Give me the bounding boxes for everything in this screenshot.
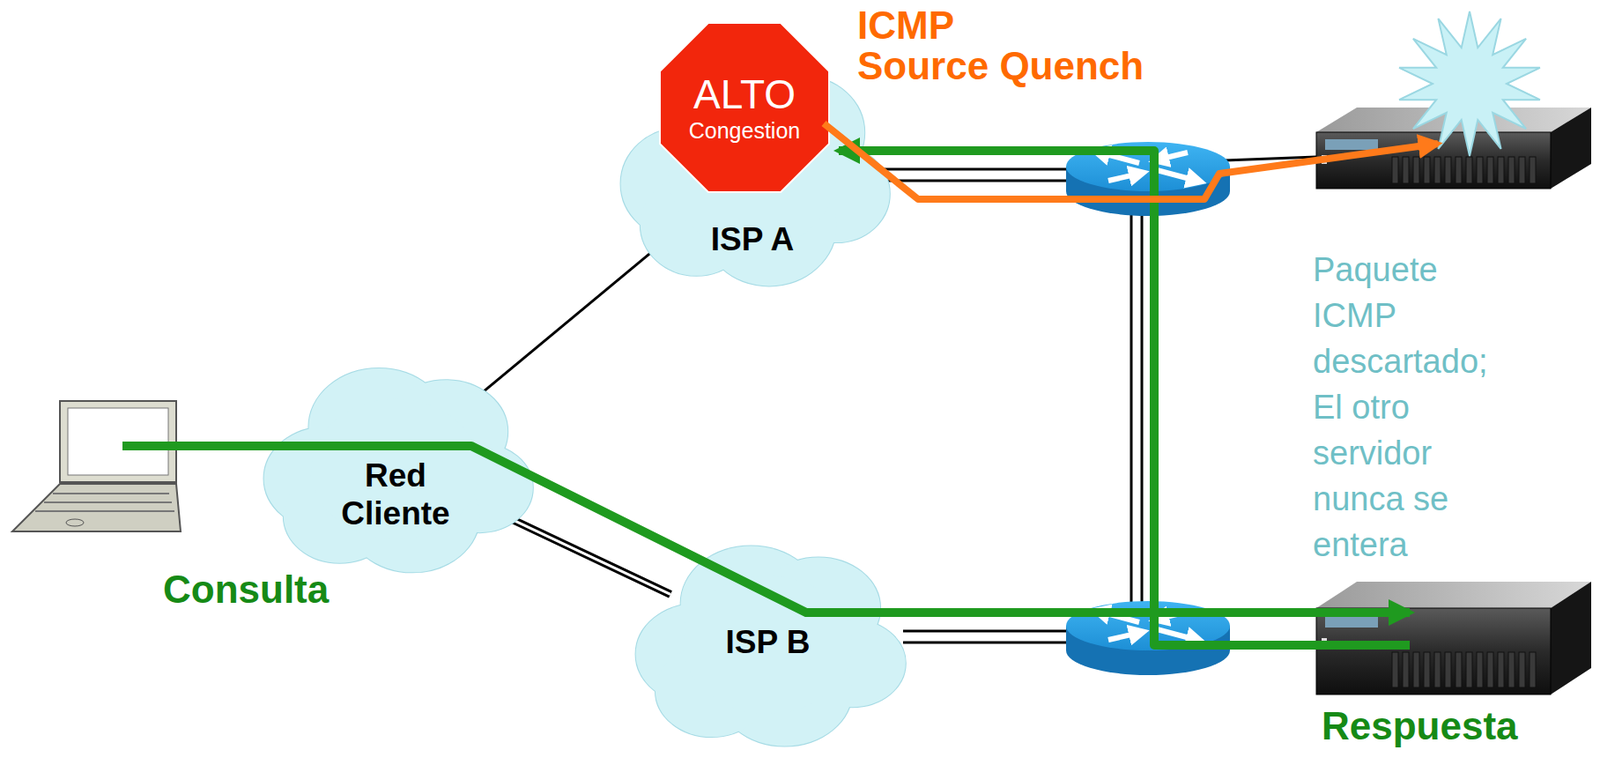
key-row xyxy=(44,501,172,504)
drive-bay xyxy=(1434,156,1441,184)
query-flow xyxy=(122,445,1410,613)
client-network-cloud: Red Cliente xyxy=(255,347,536,582)
drive-bay xyxy=(1518,651,1526,688)
drive-bay xyxy=(1476,651,1483,688)
drive-bay xyxy=(1444,651,1452,688)
drive-bay xyxy=(1423,156,1430,184)
link-line xyxy=(493,510,671,594)
drive-bay xyxy=(1392,156,1399,184)
drive-bay xyxy=(1508,651,1515,688)
drive-bay xyxy=(1434,651,1441,688)
drive-bay xyxy=(1529,651,1536,688)
sign-text: Congestion xyxy=(688,118,800,144)
drive-bay xyxy=(1402,156,1409,184)
crash-burst xyxy=(1399,11,1541,156)
drive-bay xyxy=(1455,156,1462,184)
key-row xyxy=(35,510,175,512)
link-line xyxy=(474,237,670,399)
icmp-flow xyxy=(823,123,1438,200)
drive-bay xyxy=(1529,156,1536,184)
drive-bay xyxy=(1508,156,1515,184)
drive-bay xyxy=(1497,156,1504,184)
drive-bay xyxy=(1444,156,1452,184)
cloud-label: Red Cliente xyxy=(340,457,450,533)
network-link xyxy=(474,237,670,399)
flow-label: Respuesta xyxy=(1321,704,1519,748)
drive-bay xyxy=(1466,156,1473,184)
cloud-label: ISP A xyxy=(711,221,795,260)
protocol-title: ICMP Source Quench xyxy=(857,5,1144,87)
isp-cloud: ISP B xyxy=(627,525,909,756)
drive-bay xyxy=(1487,156,1494,184)
drive-bay xyxy=(1476,156,1483,184)
laptop-icon xyxy=(12,400,181,532)
sign-text: ALTO xyxy=(693,71,796,119)
stop-sign: ALTOCongestion xyxy=(658,21,831,194)
drive-bay xyxy=(1423,651,1430,688)
key-row xyxy=(52,492,170,495)
drive-bay xyxy=(1413,651,1420,688)
drive-bay xyxy=(1466,651,1473,688)
drive-bay xyxy=(1487,651,1494,688)
link-gap xyxy=(493,510,671,594)
drive-bay xyxy=(1518,156,1526,184)
drive-bay xyxy=(1455,651,1462,688)
drive-bay xyxy=(1392,651,1399,688)
wire xyxy=(881,156,1317,644)
note-text: Paquete ICMP descartado; El otro servido… xyxy=(1312,246,1489,568)
drive-bay xyxy=(1413,156,1420,184)
server-icon xyxy=(1316,581,1592,695)
flow-label: Consulta xyxy=(162,568,329,611)
drive-bay xyxy=(1497,651,1504,688)
network-link xyxy=(493,510,671,594)
drive-bay xyxy=(1402,651,1409,688)
cloud-label: ISP B xyxy=(725,623,811,662)
